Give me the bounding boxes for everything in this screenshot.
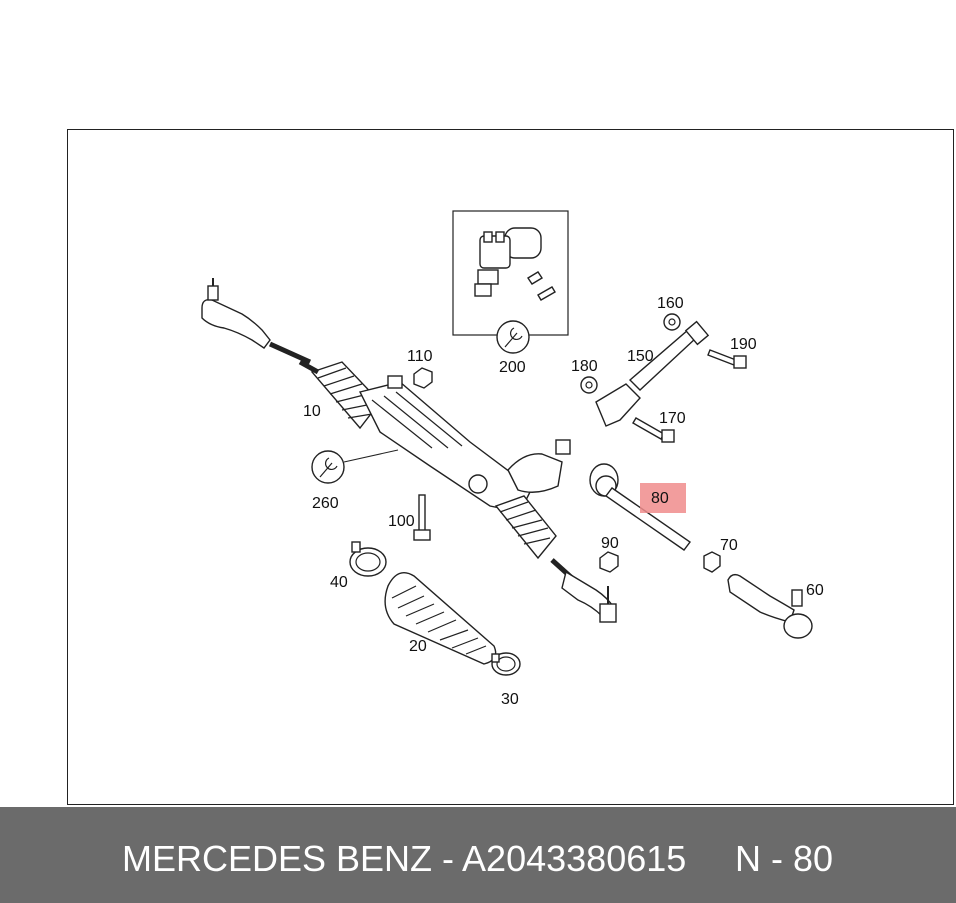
valve-part[interactable] [474, 227, 556, 301]
label-100: 100 [388, 513, 415, 530]
footer-bar: MERCEDES BENZ - A2043380615 N - 80 [0, 807, 956, 903]
rack-right-tie-rod-end[interactable] [550, 558, 617, 623]
label-150: 150 [627, 348, 654, 365]
label-190: 190 [730, 336, 757, 353]
washer-180[interactable] [580, 376, 598, 394]
footer-part-title: MERCEDES BENZ - A2043380615 [122, 838, 687, 879]
steering-rack[interactable] [298, 359, 571, 560]
wrench-icon-200 [496, 320, 530, 354]
label-90: 90 [601, 535, 619, 552]
clamp-40[interactable] [349, 541, 387, 577]
clamp-30[interactable] [491, 652, 521, 676]
highlight-box-80 [640, 483, 686, 513]
wrench-icon-260 [311, 449, 399, 484]
label-110: 110 [407, 348, 433, 365]
label-260: 260 [312, 495, 339, 512]
bolt-100[interactable] [413, 494, 431, 541]
parts-diagram: 10 20 30 40 60 70 80 90 100 110 150 160 … [201, 210, 824, 708]
bolt-190[interactable] [707, 349, 747, 369]
nut-110[interactable] [413, 367, 433, 389]
outer-tie-rod-end-60[interactable] [727, 573, 813, 639]
label-40: 40 [330, 574, 348, 591]
nut-70[interactable] [703, 551, 721, 573]
label-80: 80 [651, 490, 669, 507]
inner-tie-rod-80[interactable] [589, 463, 691, 551]
label-180: 180 [571, 358, 598, 375]
footer-position: N - 80 [735, 838, 834, 879]
right-boot [494, 495, 557, 560]
boot-20[interactable] [384, 572, 497, 665]
label-20: 20 [409, 638, 427, 655]
label-170: 170 [659, 410, 686, 427]
washer-160[interactable] [663, 313, 681, 331]
steering-shaft-150[interactable] [595, 320, 710, 427]
label-160: 160 [657, 295, 684, 312]
label-60: 60 [806, 582, 824, 599]
label-10: 10 [303, 403, 321, 420]
bolt-170[interactable] [632, 417, 675, 443]
label-70: 70 [720, 537, 738, 554]
nut-90[interactable] [599, 551, 619, 573]
inset-valve-box [452, 210, 569, 336]
left-tie-rod-end[interactable] [201, 278, 312, 365]
label-200: 200 [499, 359, 526, 376]
label-30: 30 [501, 691, 519, 708]
